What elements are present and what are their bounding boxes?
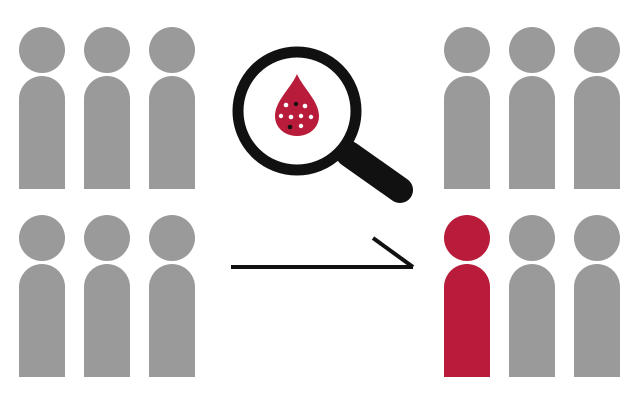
person-icon: [509, 215, 555, 377]
person-body: [19, 76, 65, 189]
blood-cell: [283, 102, 289, 108]
arrow-icon: [231, 236, 415, 269]
blood-drop-icon: [275, 74, 319, 136]
person-body: [149, 76, 195, 189]
person-head: [84, 215, 130, 261]
blood-cell: [278, 113, 284, 119]
magnifying-glass-icon: [232, 46, 413, 203]
left-people-group: [19, 27, 195, 377]
person-icon: [444, 215, 490, 377]
person-head: [84, 27, 130, 73]
person-head: [149, 215, 195, 261]
person-body: [574, 76, 620, 189]
person-icon: [574, 27, 620, 189]
blood-cell: [308, 114, 314, 120]
magnifier-ring: [232, 46, 362, 176]
person-head: [509, 215, 555, 261]
person-icon: [509, 27, 555, 189]
person-head: [149, 27, 195, 73]
person-body: [19, 264, 65, 377]
person-head: [574, 27, 620, 73]
person-icon: [84, 27, 130, 189]
person-head: [509, 27, 555, 73]
person-icon: [149, 27, 195, 189]
person-head: [444, 27, 490, 73]
person-body: [84, 264, 130, 377]
person-body: [84, 76, 130, 189]
blood-cell: [302, 103, 308, 109]
person-head: [19, 27, 65, 73]
person-head: [574, 215, 620, 261]
person-head: [444, 215, 490, 261]
person-icon: [19, 215, 65, 377]
blood-cell: [298, 113, 304, 119]
arrow-head: [371, 236, 415, 269]
person-icon: [84, 215, 130, 377]
person-body: [444, 76, 490, 189]
blood-cell: [293, 101, 299, 107]
person-icon: [444, 27, 490, 189]
person-body: [149, 264, 195, 377]
blood-cell: [288, 114, 294, 120]
blood-cell: [298, 123, 304, 129]
person-head: [19, 215, 65, 261]
person-icon: [574, 215, 620, 377]
right-people-group: [444, 27, 620, 377]
person-body: [509, 76, 555, 189]
person-icon: [149, 215, 195, 377]
blood-cell: [287, 124, 293, 130]
person-icon: [19, 27, 65, 189]
person-body: [574, 264, 620, 377]
person-body: [509, 264, 555, 377]
person-body: [444, 264, 490, 377]
